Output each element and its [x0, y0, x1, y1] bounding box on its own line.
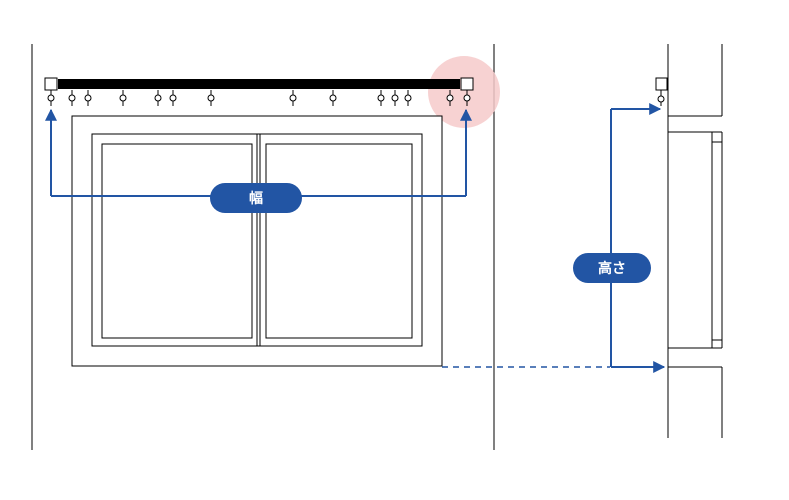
window-pane-left — [101, 143, 253, 339]
rail-end-cap-right — [460, 77, 474, 91]
rail-runner — [329, 90, 337, 106]
width-label-pill: 幅 — [210, 183, 302, 213]
side-rail-end-cap — [655, 77, 668, 91]
side-view: 高さ — [573, 44, 723, 438]
rail-runner — [207, 90, 215, 106]
width-label: 幅 — [249, 190, 263, 207]
rail-runner — [169, 90, 177, 106]
front-view: 幅 — [31, 44, 610, 450]
rail-runner — [84, 90, 92, 106]
curtain-rail — [58, 79, 460, 89]
height-label-pill: 高さ — [573, 253, 651, 283]
rail-runners — [47, 90, 471, 106]
window-pane-right — [265, 143, 413, 339]
rail-runner — [377, 90, 385, 106]
rail-runner — [154, 90, 162, 106]
rail-runner — [446, 90, 454, 106]
rail-end-cap-left — [44, 77, 58, 91]
rail-runner — [289, 90, 297, 106]
height-label: 高さ — [598, 260, 626, 277]
rail-runner — [119, 90, 127, 106]
rail-runner — [463, 90, 471, 106]
rail-runner — [391, 90, 399, 106]
rail-end-highlight — [428, 56, 500, 128]
rail-runner — [68, 90, 76, 106]
rail-runner — [47, 90, 55, 106]
side-rail-runner — [657, 90, 665, 106]
rail-runner — [404, 90, 412, 106]
